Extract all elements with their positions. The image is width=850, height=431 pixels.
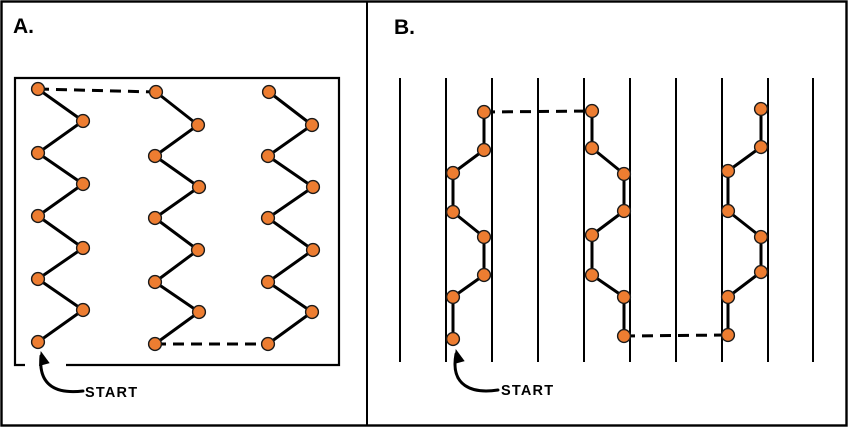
sample-point-dot xyxy=(445,165,461,181)
panel-b-start-arrowhead xyxy=(454,349,465,364)
sample-point-dot xyxy=(720,163,736,179)
sample-point-dot xyxy=(75,113,91,129)
sample-point-dot xyxy=(75,302,91,318)
sample-point-dot xyxy=(260,148,276,164)
sample-point-dot xyxy=(147,274,163,290)
sample-point-dot xyxy=(147,336,163,352)
sample-point-dot xyxy=(445,204,461,220)
dashed-turn-connector xyxy=(483,109,593,114)
sample-point-dot xyxy=(753,139,769,155)
sample-point-dot xyxy=(584,227,600,243)
panel-b-transect-area xyxy=(399,78,814,393)
panel-b-label: B. xyxy=(394,16,415,39)
sample-point-dot xyxy=(616,328,632,344)
sample-point-dot xyxy=(584,267,600,283)
sample-point-dot xyxy=(476,104,492,120)
sample-point-dot xyxy=(476,142,492,158)
sample-point-dot xyxy=(305,242,321,258)
sample-point-dot xyxy=(445,331,461,347)
sample-point-dot xyxy=(30,145,46,161)
sample-point-dot xyxy=(445,289,461,305)
sample-point-dot xyxy=(75,176,91,192)
sample-point-dot xyxy=(720,327,736,343)
sample-point-dot xyxy=(190,117,206,133)
panel-b-start-label: START xyxy=(501,383,554,399)
sample-point-dot xyxy=(191,179,207,195)
sample-point-dot xyxy=(75,240,91,256)
sample-point-dot xyxy=(304,304,320,320)
sample-point-dot xyxy=(147,210,163,226)
sample-point-dot xyxy=(260,274,276,290)
sample-point-dot xyxy=(616,289,632,305)
panel-a-survey-area xyxy=(13,76,341,394)
sample-point-dot xyxy=(147,148,163,164)
sample-point-dot xyxy=(720,203,736,219)
sample-point-dot xyxy=(476,229,492,245)
sample-point-dot xyxy=(476,267,492,283)
sample-point-dot xyxy=(30,208,46,224)
dashed-turn-connector xyxy=(37,87,157,94)
sample-point-dot xyxy=(584,140,600,156)
sample-point-dot xyxy=(30,271,46,287)
sample-point-dot xyxy=(148,84,164,100)
sample-point-dot xyxy=(720,289,736,305)
sample-point-dot xyxy=(616,166,632,182)
sample-point-dot xyxy=(753,101,769,117)
sample-point-dot xyxy=(753,264,769,280)
sample-point-dot xyxy=(191,304,207,320)
sample-point-dot xyxy=(753,229,769,245)
sample-point-dot xyxy=(261,84,277,100)
panel-a-start-arrowhead xyxy=(39,351,50,366)
sample-point-dot xyxy=(616,203,632,219)
sample-point-dot xyxy=(305,179,321,195)
sample-point-dot xyxy=(190,242,206,258)
sample-point-dot xyxy=(30,81,46,97)
panel-a-start-label: START xyxy=(85,385,138,401)
panel-a-label: A. xyxy=(13,15,34,38)
survey-area-boundary xyxy=(13,76,341,367)
sample-point-dot xyxy=(260,210,276,226)
sample-point-dot xyxy=(304,117,320,133)
sample-point-dot xyxy=(584,103,600,119)
sample-point-dot xyxy=(30,334,46,350)
sample-point-dot xyxy=(260,336,276,352)
